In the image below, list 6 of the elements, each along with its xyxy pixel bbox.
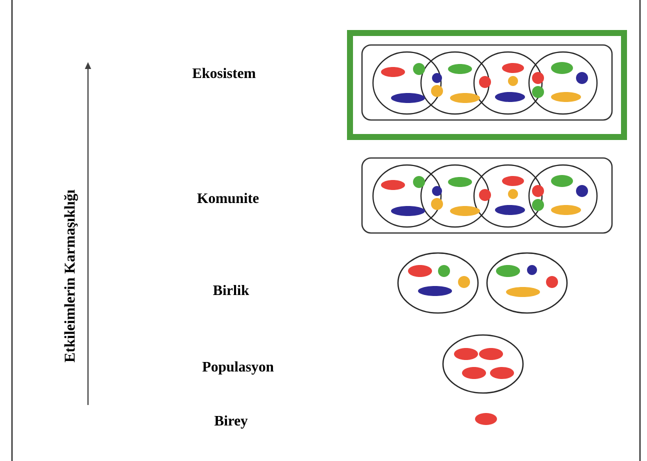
level-label: Birey bbox=[214, 415, 248, 429]
axis-label: Etkileimlerin Karmaşıklığı bbox=[64, 190, 78, 362]
level-label: Birlik bbox=[213, 284, 250, 296]
level-label: Komunite bbox=[197, 192, 259, 204]
level-label: Ekosistem bbox=[192, 68, 256, 78]
level-label: Populasyon bbox=[202, 361, 274, 375]
